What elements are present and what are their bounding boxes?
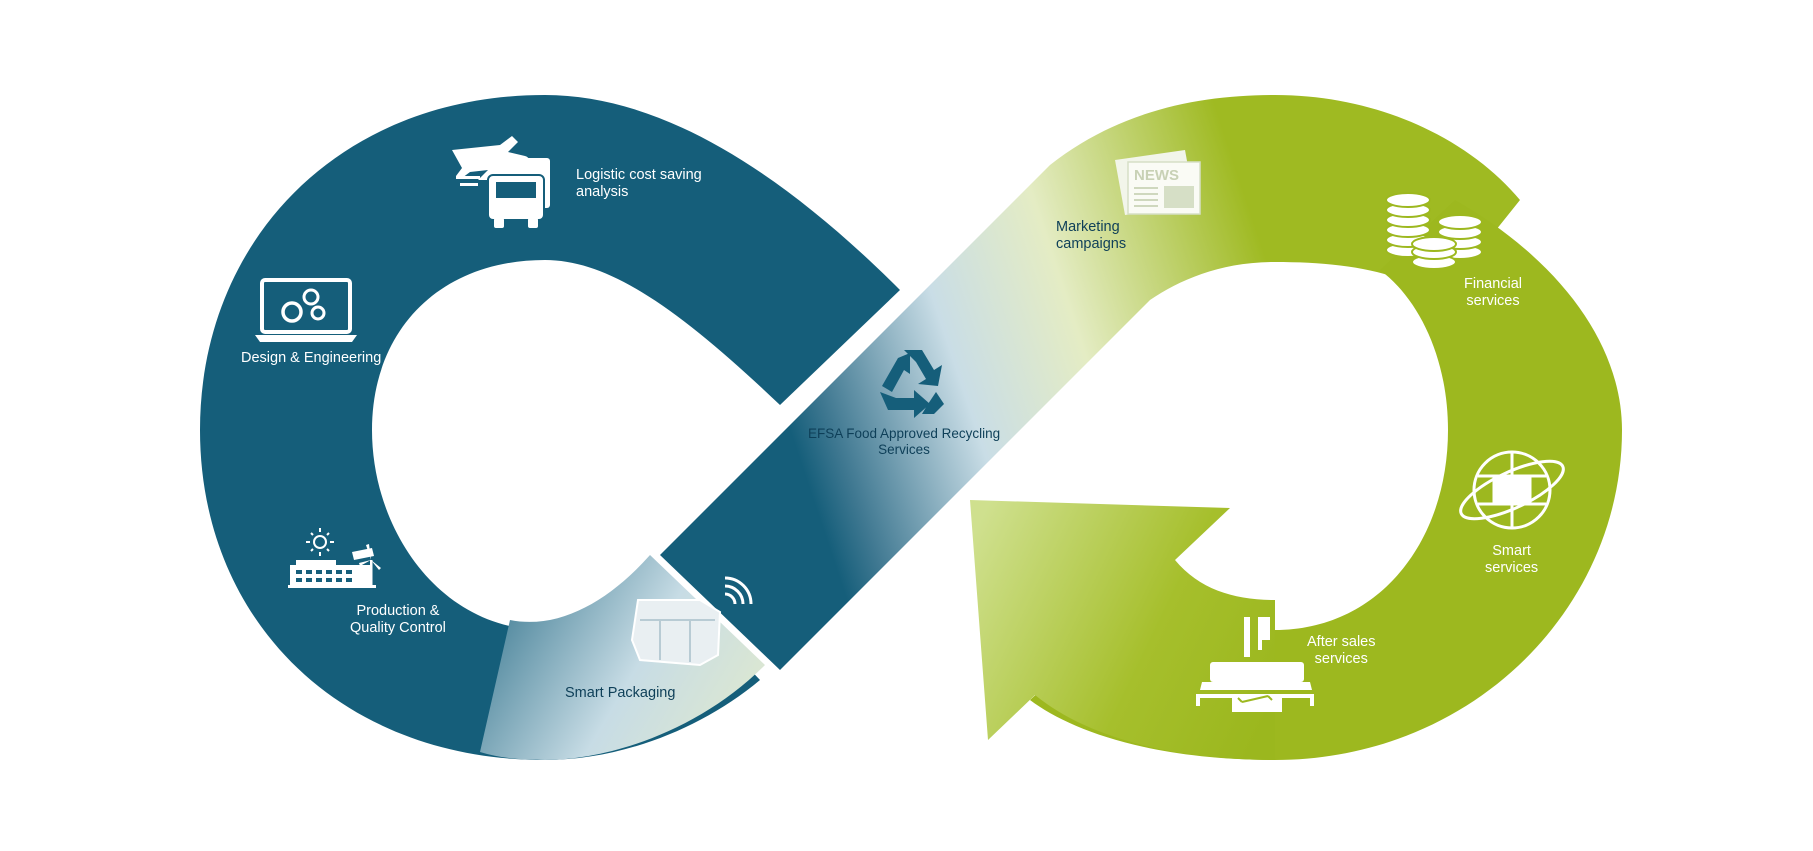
aftersales-label: After sales services [1307,634,1376,668]
design-label: Design & Engineering [241,350,381,367]
financial-label: Financial services [1464,276,1522,310]
globe-crate-icon [1459,450,1565,530]
cross-band-upper [660,95,1520,670]
center-label-line1: EFSA Food Approved Recycling [808,426,1001,441]
smart-label: Smart services [1485,543,1538,577]
production-label-line2: Quality Control [350,620,446,636]
plane-truck-icon [452,136,550,228]
smart-label-line1: Smart [1492,543,1531,559]
smart-crate-icon [630,576,753,667]
cycle-arrow-head [970,500,1275,760]
smart-label-line2: services [1485,560,1539,576]
coin-stacks-icon [1385,192,1483,270]
packaging-label: Smart Packaging [565,685,675,702]
logistic-label: Logistic cost saving analysis [576,167,702,201]
laptop-gears-icon [255,278,357,342]
production-label: Production & Quality Control [350,603,446,637]
machine-wrench-icon [1196,617,1314,712]
svg-text:NEWS: NEWS [1134,167,1179,184]
aftersales-label-line1: After sales [1307,634,1376,650]
aftersales-label-line2: services [1314,651,1368,667]
logistic-label-line1: Logistic cost saving [576,167,702,183]
marketing-label-line2: campaigns [1056,236,1127,252]
financial-label-line2: services [1466,293,1520,309]
marketing-label: Marketing campaigns [1056,219,1126,253]
factory-solar-wind-icon [288,528,381,588]
logistic-label-line2: analysis [576,184,629,200]
center-label-line2: Services [878,442,930,457]
production-label-line1: Production & [356,603,440,619]
financial-label-line1: Financial [1464,276,1523,292]
center-label: EFSA Food Approved Recycling Services [808,426,1000,458]
design-label-line1: Design & Engineering [241,350,382,366]
recycle-icon [880,350,944,418]
marketing-label-line1: Marketing [1056,219,1120,235]
newspaper-icon: NEWS [1115,150,1201,215]
packaging-label-line1: Smart Packaging [565,685,676,701]
left-loop-band [200,95,900,760]
